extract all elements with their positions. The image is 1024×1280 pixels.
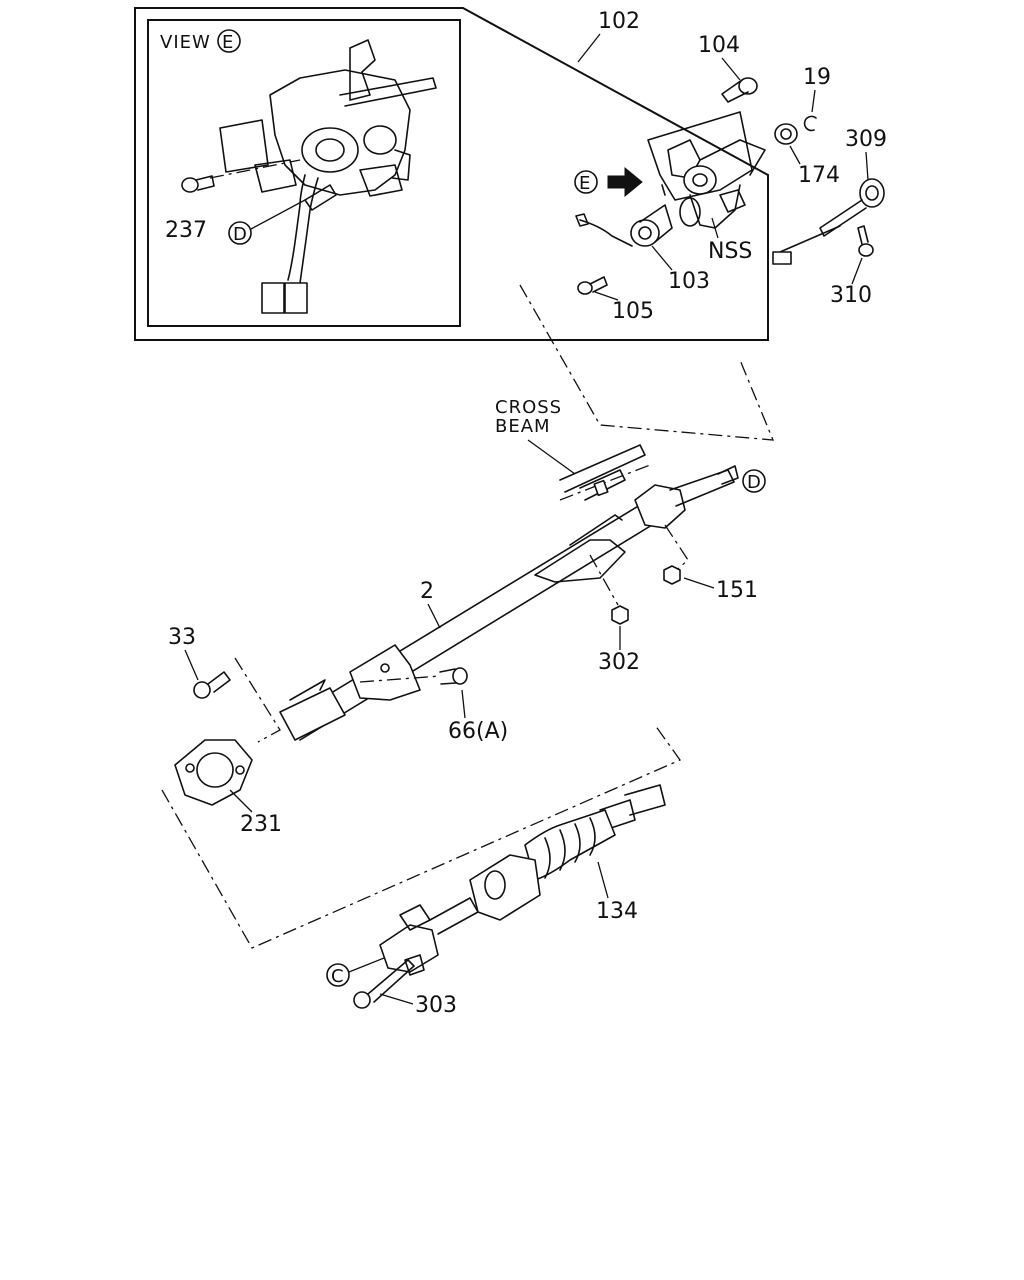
- screw-310: [857, 225, 874, 257]
- view-e-prefix: VIEW: [160, 32, 211, 53]
- bolt-104: [721, 77, 758, 103]
- detail-callout-frame: [134, 7, 769, 341]
- callout-e-arrow: E: [574, 166, 643, 198]
- screw-105: [577, 276, 608, 295]
- callout-c-joint: C: [326, 957, 385, 987]
- label-103: 103: [668, 269, 710, 294]
- bolt-33: [193, 671, 231, 699]
- bolt-66a: [439, 667, 468, 685]
- phantom-line-33: [234, 657, 281, 743]
- cross-beam-line2: BEAM: [495, 416, 551, 437]
- label-33: 33: [168, 625, 196, 650]
- flange-231: [174, 739, 253, 806]
- direction-arrow-icon: [607, 166, 643, 198]
- view-e-letter: E: [222, 32, 234, 53]
- bolt-303: [353, 959, 415, 1009]
- phantom-frame-134: [161, 724, 681, 949]
- label-105: 105: [612, 299, 654, 324]
- label-309: 309: [845, 127, 887, 152]
- cross-beam-line1: CROSS: [495, 397, 562, 418]
- view-e-lock-assembly: [209, 39, 437, 314]
- label-302: 302: [598, 650, 640, 675]
- label-151: 151: [716, 578, 758, 603]
- steering-column-tube: [279, 465, 739, 741]
- key-cylinder-103: [575, 204, 673, 247]
- svg-text:D: D: [747, 472, 762, 493]
- universal-joint: [379, 904, 439, 976]
- callout-d-shaft: D: [742, 469, 766, 493]
- nut-151: [663, 565, 681, 585]
- label-310: 310: [830, 283, 872, 308]
- label-2: 2: [420, 579, 434, 604]
- label-104: 104: [698, 33, 740, 58]
- label-102: 102: [598, 9, 640, 34]
- label-303: 303: [415, 993, 457, 1018]
- label-66a: 66(A): [448, 719, 508, 744]
- view-e-heading: VIEW E: [160, 29, 241, 53]
- label-nss: NSS: [708, 239, 752, 264]
- svg-text:E: E: [579, 173, 591, 194]
- label-237: 237: [165, 218, 207, 243]
- label-134: 134: [596, 899, 638, 924]
- intermediate-shaft-134: [429, 784, 666, 935]
- label-174: 174: [798, 163, 840, 188]
- svg-text:D: D: [233, 224, 248, 245]
- svg-text:C: C: [331, 966, 345, 987]
- label-19: 19: [803, 65, 831, 90]
- phantom-line-detail: [519, 284, 775, 441]
- callout-d-view: D: [228, 199, 306, 245]
- collar-174: [774, 123, 798, 145]
- nut-302: [611, 605, 629, 625]
- switch-309: [772, 178, 885, 265]
- switch-assembly: [647, 111, 766, 229]
- cross-beam-bracket: [559, 444, 651, 501]
- phantom-line-151: [664, 524, 689, 575]
- label-231: 231: [240, 812, 282, 837]
- snap-ring-19: [803, 115, 817, 132]
- view-e-inset-frame: [147, 19, 461, 327]
- bolt-237: [181, 175, 215, 193]
